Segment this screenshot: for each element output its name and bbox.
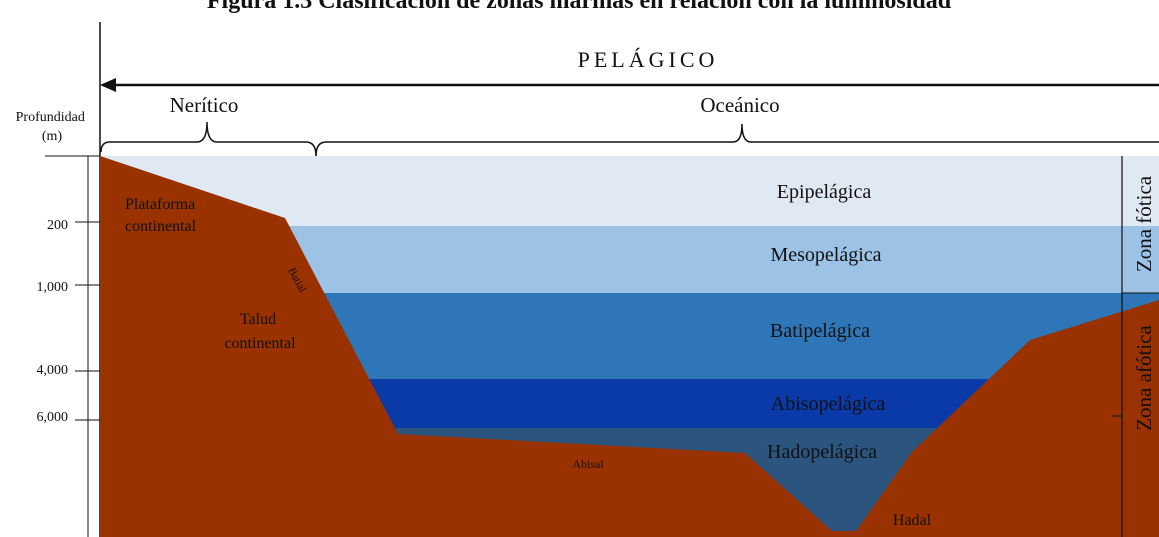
label-shelf-line1: Plataforma — [125, 196, 195, 213]
pelagic-arrow-head — [100, 78, 116, 92]
label-hadal: Hadal — [893, 512, 932, 529]
label-slope-line2: continental — [224, 335, 296, 352]
label-neritic: Nerítico — [170, 93, 239, 117]
label-pelagic: PELÁGICO — [578, 47, 719, 72]
depth-tick-label-1000: 1,000 — [37, 280, 69, 295]
seafloor — [100, 156, 1159, 537]
oceanic-brace — [315, 123, 1159, 157]
label-continental-slope: Talud continental — [224, 311, 296, 352]
label-photic-zone: Zona fótica — [1132, 175, 1156, 272]
label-abyssopelagic: Abisopelágica — [771, 393, 886, 415]
depth-axis-title: Profundidad (m) — [16, 110, 89, 144]
depth-tick-label-4000: 4,000 — [37, 363, 69, 378]
label-continental-shelf: Plataforma continental — [125, 196, 199, 235]
depth-tick-label-200: 200 — [47, 218, 68, 233]
label-slope-line1: Talud — [240, 311, 276, 328]
label-mesopelagic: Mesopelágica — [770, 244, 881, 266]
label-shelf-line2: continental — [125, 218, 197, 235]
depth-axis-title-line2: (m) — [42, 129, 63, 144]
label-abyssal: Abisal — [572, 457, 604, 471]
label-aphotic-zone: Zona afótica — [1132, 325, 1156, 431]
label-bathypelagic: Batipelágica — [770, 320, 870, 342]
figure-title: Figura 1.3 Clasificación de zonas marina… — [207, 0, 952, 14]
label-hadopelagic: Hadopelágica — [767, 441, 877, 463]
depth-axis-title-line1: Profundidad — [16, 110, 85, 125]
label-oceanic: Oceánico — [700, 93, 779, 117]
label-epipelagic: Epipelágica — [777, 181, 872, 203]
depth-tick-label-6000: 6,000 — [37, 410, 69, 425]
band-right-epipelagic — [1122, 156, 1159, 226]
neritic-brace — [100, 121, 317, 157]
